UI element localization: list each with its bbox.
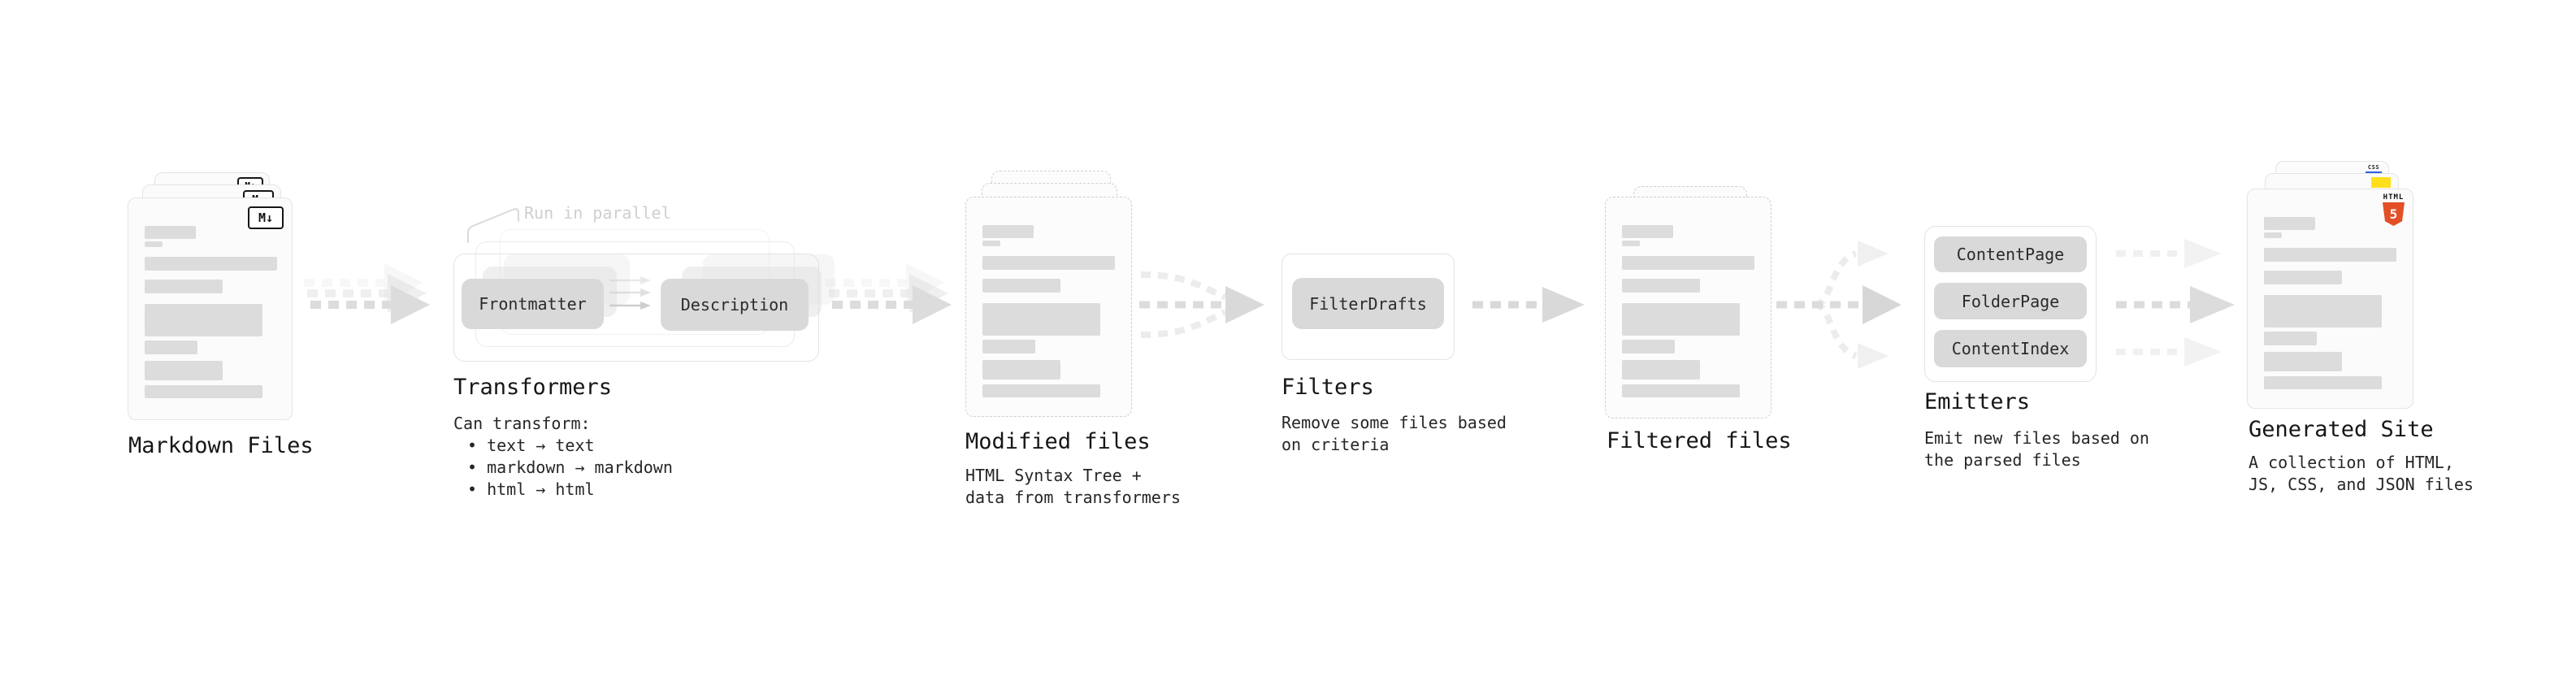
placeholder-line [2264,232,2282,238]
emitters-description: Emit new files based on the parsed files [1924,427,2149,471]
transformers-bullet: • text → text [467,436,595,455]
modified-file-card-front [965,197,1132,417]
placeholder-line [982,279,1060,293]
stage-label-filters: Filters [1281,375,1374,400]
emitter-folder-page-box: FolderPage [1934,283,2087,319]
placeholder-line [1622,360,1700,380]
filtered-file-card-front [1605,197,1772,419]
stage-label-modified-files: Modified files [965,429,1151,454]
placeholder-line [145,385,262,398]
arrow-transformers-to-modified [826,263,952,324]
emitter-content-index-box: ContentIndex [1934,330,2087,367]
run-in-parallel-note: Run in parallel [524,203,671,223]
parallel-arrow-icon [609,276,651,284]
html5-icon-shield: 5 [2383,202,2405,226]
arrow-markdown-to-transformers [304,263,430,324]
generated-site-description: A collection of HTML, JS, CSS, and JSON … [2249,452,2474,496]
stage-label-transformers: Transformers [453,375,613,400]
placeholder-line [1622,279,1700,293]
placeholder-line [2264,217,2315,230]
markdown-file-card-front: M↓ [128,197,293,420]
transformer-frontmatter-box: Frontmatter [462,279,604,329]
arrow-filtered-to-emitters [1776,241,1902,369]
filters-frame [1281,254,1455,360]
generated-desc-line: A collection of HTML, [2249,453,2454,472]
js-icon [2371,177,2391,188]
placeholder-line [982,241,1000,246]
stage-label-filtered-files: Filtered files [1607,428,1792,453]
placeholder-line [1622,384,1740,397]
modified-files-description: HTML Syntax Tree + data from transformer… [965,465,1181,509]
arrow-modified-to-filters [1139,271,1264,338]
html5-icon: HTML 5 [2383,194,2405,226]
css-icon-text: CSS [2367,164,2380,171]
placeholder-line [1622,303,1740,336]
placeholder-line [2264,248,2396,262]
markdown-icon: M↓ [248,206,284,229]
placeholder-line [982,225,1034,238]
parallel-arrow-icon [609,288,651,297]
placeholder-line [145,257,277,271]
modified-desc-line: data from transformers [965,488,1181,507]
arrow-filters-to-filtered [1472,287,1585,323]
parallel-arrow-icon [609,301,651,310]
emitters-frame [1924,226,2097,382]
placeholder-line [982,360,1060,380]
filter-drafts-box: FilterDrafts [1292,278,1444,329]
filters-description: Remove some files based on criteria [1281,412,1507,456]
placeholder-line [982,340,1035,354]
css-icon: CSS [2366,165,2382,175]
placeholder-line [982,303,1100,336]
html5-icon-text: HTML [2383,193,2405,202]
placeholder-line [982,384,1100,397]
emitters-desc-line: the parsed files [1924,450,2081,470]
generated-file-card-front: HTML 5 [2247,189,2413,409]
placeholder-line [2264,271,2342,284]
stage-label-generated-site: Generated Site [2249,417,2434,442]
arrow-emitters-to-generated-bottom [2116,337,2222,367]
transformers-desc-title: Can transform: [453,414,591,433]
filters-desc-line: Remove some files based [1281,413,1507,432]
html5-icon-number: 5 [2389,206,2398,222]
placeholder-line [2264,376,2382,389]
placeholder-line [145,304,262,336]
transformers-bullet: • html → html [467,479,595,499]
placeholder-line [145,280,223,293]
emitter-content-page-box: ContentPage [1934,236,2087,272]
css-icon-bar [2366,171,2382,175]
placeholder-line [2264,295,2382,327]
placeholder-line [1622,225,1673,238]
emitters-desc-line: Emit new files based on [1924,428,2149,448]
generated-desc-line: JS, CSS, and JSON files [2249,475,2474,494]
modified-desc-line: HTML Syntax Tree + [965,466,1142,485]
placeholder-line [145,226,196,239]
transformer-description-box: Description [661,279,809,331]
placeholder-line [145,340,197,354]
placeholder-line [1622,340,1675,354]
placeholder-line [1622,241,1640,246]
placeholder-line [145,241,163,247]
filters-desc-line: on criteria [1281,435,1390,454]
placeholder-line [2264,332,2317,345]
annotation-line [467,208,519,243]
arrow-emitters-to-generated-top [2116,239,2222,268]
placeholder-line [982,256,1115,270]
transformers-description: Can transform: • text → text • markdown … [453,413,673,501]
placeholder-line [2264,352,2342,371]
stage-label-markdown-files: Markdown Files [128,433,314,458]
placeholder-line [1622,256,1754,270]
stage-label-emitters: Emitters [1924,389,2031,414]
placeholder-line [145,361,223,380]
transformers-bullet: • markdown → markdown [467,458,673,477]
arrow-emitters-to-generated-middle [2116,286,2235,323]
